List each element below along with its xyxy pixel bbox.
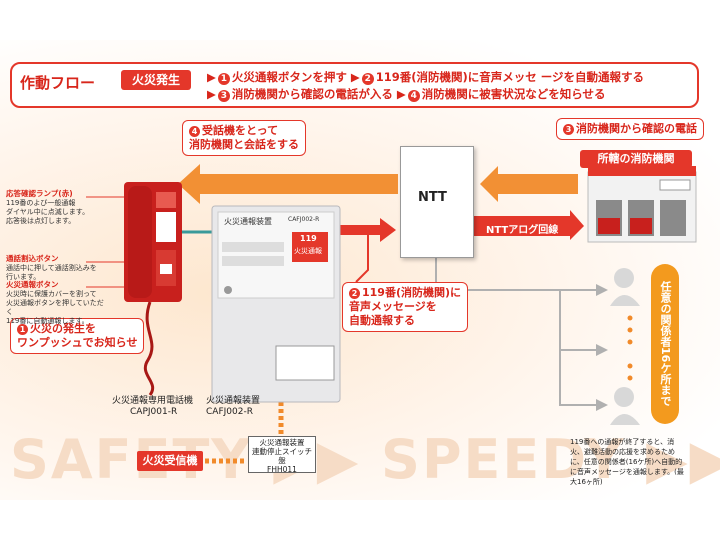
- switch-line-2: 連動停止スイッチ盤: [252, 447, 312, 465]
- phone-caption: 火災通報専用電話機 CAPJ001-R: [112, 396, 193, 418]
- switch-line-1: 火災通報装置: [259, 438, 305, 447]
- auto-notify-note: 119番への通報が終了すると、消火、避難活動の応援を求めるために、任意の関係者(…: [570, 438, 684, 486]
- arrow-to-phone: [178, 164, 398, 204]
- cut-label-group: 通話割込ボタン 通話中に押して通話割込みを行います。: [6, 254, 100, 282]
- unit-name: 火災通報装置: [206, 396, 261, 406]
- lamp-desc-3: 応答後は点灯します。: [6, 217, 76, 225]
- fire-phone: [124, 182, 182, 396]
- contacts-limit-label: 任意の関係者16ケ所まで: [651, 264, 679, 424]
- line-unit-callout: [355, 232, 369, 283]
- ntt-label: NTT: [418, 190, 447, 205]
- step-2-text: 119番(消防機関)に音声メッセ ージを自動通報する: [375, 70, 645, 84]
- callout-1-line1: 火災の発生を: [30, 322, 96, 335]
- unit-model: CAFJ002-R: [206, 407, 253, 417]
- report-desc-3: 119番に自動通報します。: [6, 317, 89, 325]
- fire-receiver: 火災受信機: [137, 451, 203, 471]
- step-2-number: 2: [361, 73, 374, 85]
- report-desc-1: 火災時に保護カバーを割って: [6, 290, 97, 298]
- fire-station-illustration: [587, 166, 697, 243]
- cut-desc: 通話中に押して通話割込みを行います。: [6, 264, 97, 281]
- contact-person-1-icon: [610, 268, 640, 306]
- phone-model: CAPJ001-R: [130, 407, 178, 417]
- callout-4-line2: 消防機関と会話をする: [189, 138, 299, 151]
- callout-4-line1: 受話機をとって: [202, 124, 279, 137]
- lamp-label: 応答確認ランプ(赤): [6, 189, 73, 198]
- phone-name: 火災通報専用電話機: [112, 396, 194, 406]
- unit-red-label: 火災通報: [294, 247, 322, 255]
- step-1-text: 火災通報ボタンを押す: [231, 70, 347, 84]
- arrow-to-ntt: [480, 166, 578, 202]
- callout-2-line2: 音声メッセージを: [349, 300, 437, 313]
- step-4-number: 4: [407, 90, 420, 102]
- cut-label: 通話割込ボタン: [6, 254, 59, 263]
- unit-caption: 火災通報装置 CAFJ002-R: [206, 396, 260, 418]
- callout-1-line2: ワンプッシュでお知らせ: [17, 336, 138, 349]
- step-3-text: 消防機関から確認の電話が入る: [231, 87, 393, 101]
- callout-3-text: 消防機関から確認の電話: [576, 122, 697, 135]
- flow-title: 作動フロー: [20, 74, 96, 92]
- callout-4-number: 4: [189, 126, 200, 137]
- step-1-number: 1: [217, 73, 230, 85]
- switch-line-3: FHH011: [267, 465, 297, 474]
- step-3-number: 3: [217, 90, 230, 102]
- report-desc-2: 火災通報ボタンを押していただく: [6, 299, 104, 316]
- fire-badge: 火災発生: [121, 70, 191, 90]
- step-4-text: 消防機関に被害状況などを知らせる: [421, 87, 606, 101]
- unit-panel-model: CAFJ002-R: [288, 216, 320, 223]
- unit-panel-name: 火災通報装置: [224, 217, 272, 226]
- lamp-label-group: 応答確認ランプ(赤) 119番のよび一般通報 ダイヤル中に点滅します。 応答後は…: [6, 189, 90, 226]
- background-glow: [0, 40, 720, 500]
- interlock-switch-panel: 火災通報装置 連動停止スイッチ盤 FHH011: [248, 436, 316, 474]
- callout-2-line3: 自動通報する: [349, 314, 415, 327]
- watermark: SAFETY ▶▶ SPEEDY ▶▶: [10, 428, 720, 491]
- arrow-ntt-to-station: [474, 210, 584, 240]
- unit-red-number: 119: [300, 234, 317, 243]
- callout-2-number: 2: [349, 288, 360, 299]
- arrow-unit-to-ntt: [340, 218, 396, 242]
- callout-3-number: 3: [563, 124, 574, 135]
- lamp-desc-2: ダイヤル中に点滅します。: [6, 208, 90, 216]
- contact-person-2-icon: [610, 387, 640, 425]
- report-label-group: 火災通報ボタン 火災時に保護カバーを割って 火災通報ボタンを押していただく 11…: [6, 280, 106, 326]
- callout-1-number: 1: [17, 324, 28, 335]
- lamp-desc-1: 119番のよび一般通報: [6, 199, 76, 207]
- fire-station-label: 所轄の消防機関: [580, 150, 692, 168]
- report-label: 火災通報ボタン: [6, 280, 59, 289]
- callout-2-line1: 119番(消防機関)に: [362, 286, 462, 299]
- fire-alarm-unit: [211, 205, 341, 403]
- ntt-box: [400, 146, 474, 258]
- ntt-analog-line-label: NTTアログ回線: [486, 225, 559, 236]
